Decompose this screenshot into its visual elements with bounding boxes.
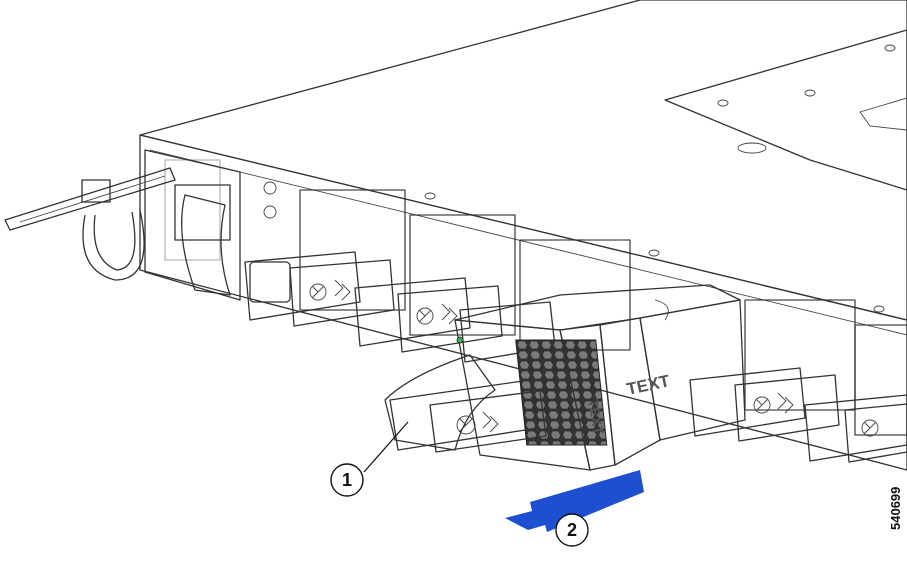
removal-direction-arrow — [505, 470, 644, 532]
chassis — [139, 0, 907, 471]
fan-icon — [861, 419, 879, 437]
cable-tie — [4, 167, 176, 281]
fan-icon — [456, 415, 476, 435]
power-supply — [144, 149, 291, 303]
callout-1-label: 1 — [342, 470, 352, 490]
module-label-front: TEXT — [585, 398, 607, 436]
fan-slot-6 — [804, 324, 907, 463]
fan-module-removed: TEXT TEXT — [384, 284, 746, 471]
callout-1: 1 — [330, 421, 409, 497]
module-label-side: TEXT — [625, 371, 672, 399]
figure-id: 540699 — [888, 487, 903, 530]
callout-2-label: 2 — [567, 520, 577, 540]
fan-slot-1 — [244, 189, 406, 327]
fan-icon — [309, 283, 327, 301]
fan-icon — [753, 396, 771, 414]
airflow-arrows-icon — [777, 392, 794, 414]
status-led — [456, 336, 464, 344]
callout-2: 2 — [555, 513, 589, 547]
fan-module-handle[interactable] — [384, 354, 547, 453]
airflow-arrows-icon — [441, 303, 458, 325]
airflow-arrows-icon — [334, 279, 351, 301]
airflow-arrows-icon — [482, 411, 499, 433]
fan-icon — [416, 307, 434, 325]
ground-screw-icon — [424, 44, 896, 313]
fan-slot-2 — [354, 214, 516, 353]
